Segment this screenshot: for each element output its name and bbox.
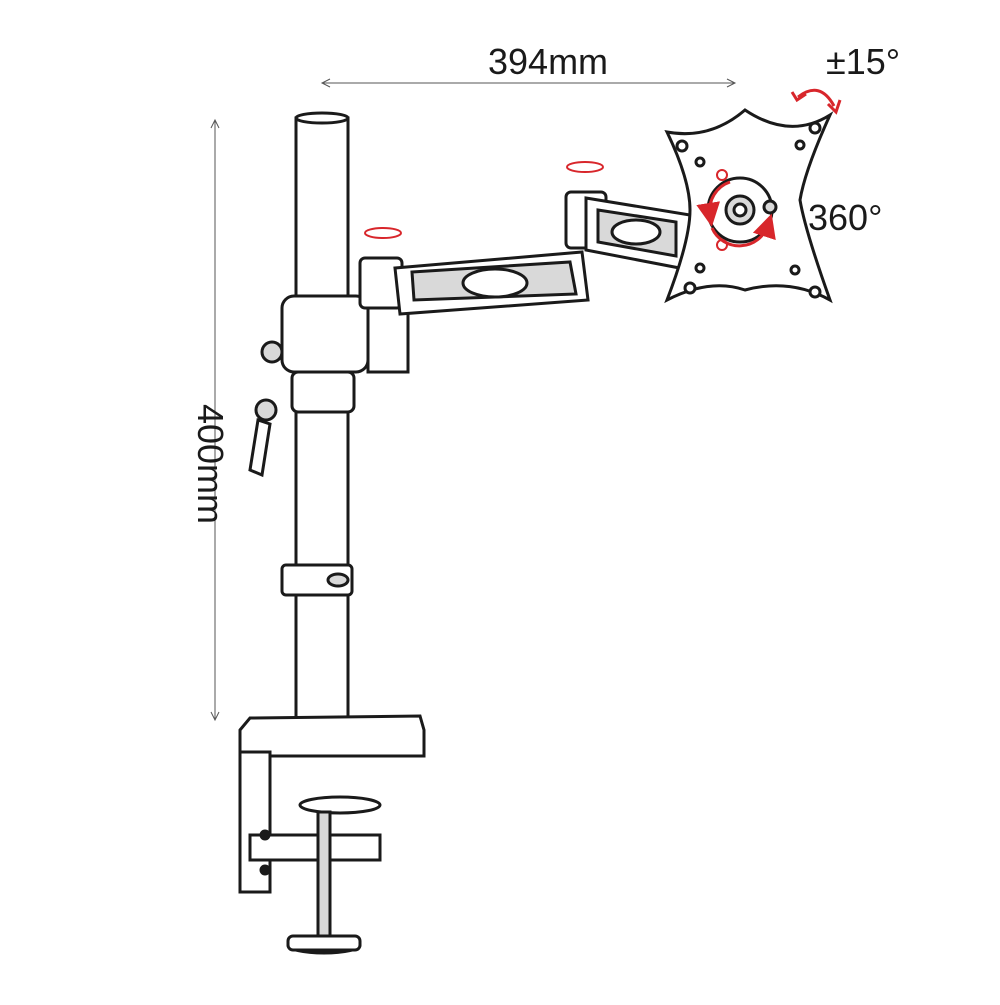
arm-segment-1 bbox=[358, 250, 590, 316]
pole bbox=[294, 111, 350, 720]
pole-joint bbox=[280, 294, 410, 414]
swivel-indicator-1 bbox=[364, 227, 402, 239]
height-label: 400mm bbox=[190, 403, 232, 525]
width-dimension-line bbox=[320, 78, 737, 88]
rotation-arrow-icon bbox=[696, 180, 776, 248]
swivel-indicator-2 bbox=[566, 161, 604, 173]
vesa-plate bbox=[664, 108, 834, 304]
arm-segment-2 bbox=[564, 190, 692, 272]
desk-clamp bbox=[238, 714, 426, 955]
tilt-label: ±15° bbox=[826, 41, 901, 82]
rotation-label: 360° bbox=[808, 197, 883, 238]
width-label: 394mm bbox=[488, 41, 609, 82]
tension-lever bbox=[248, 398, 278, 478]
height-dimension-line bbox=[210, 118, 220, 722]
tilt-arrow-icon bbox=[790, 88, 842, 115]
lock-knob bbox=[260, 340, 284, 364]
height-collar bbox=[280, 563, 354, 597]
